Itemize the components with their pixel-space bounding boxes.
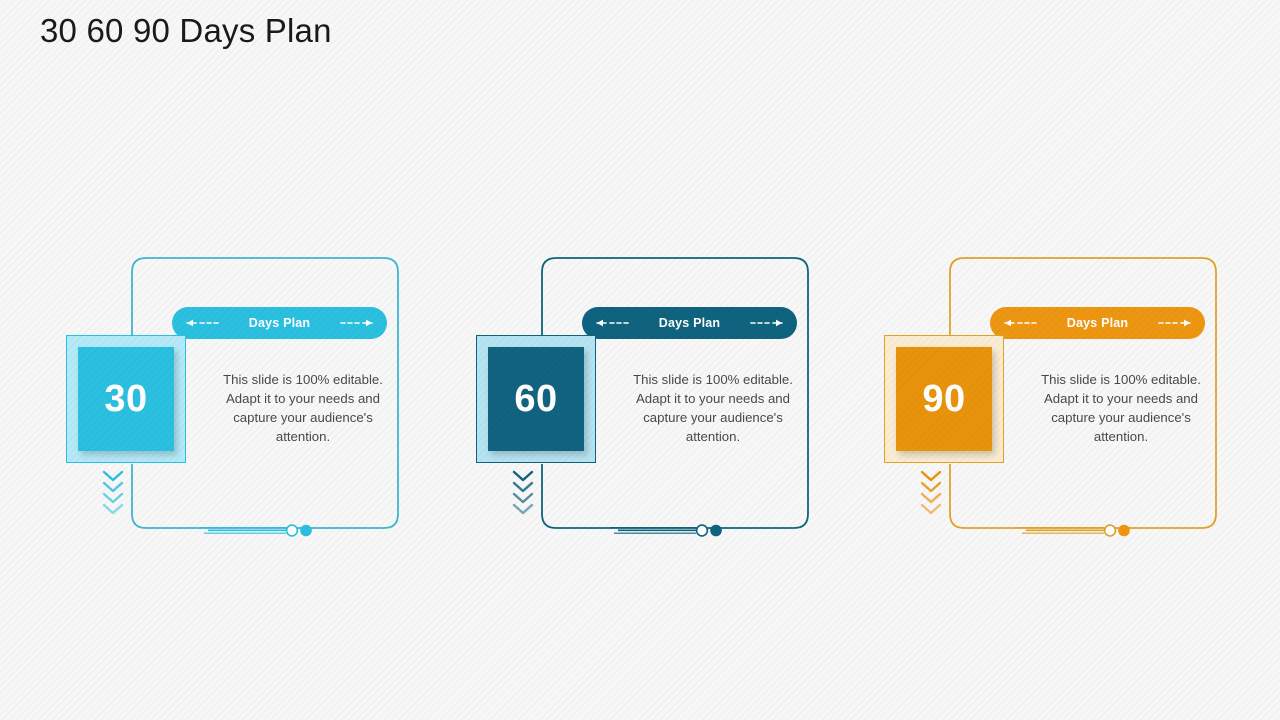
plan-number-box: 60	[476, 335, 596, 463]
plan-card-60[interactable]: Days Plan 60 This slide is 100% editable…	[470, 250, 830, 550]
badge-label: Days Plan	[658, 316, 721, 330]
slider-handle-outline	[285, 524, 299, 537]
dashed-arrow-left-icon	[1004, 319, 1037, 327]
plan-number-fill: 30	[78, 347, 174, 451]
badge-label: Days Plan	[1066, 316, 1129, 330]
plan-description: This slide is 100% editable. Adapt it to…	[1041, 372, 1201, 444]
badge-label: Days Plan	[248, 316, 311, 330]
card-outline-frame	[541, 257, 809, 529]
card-outline-frame	[949, 257, 1217, 529]
plan-description: This slide is 100% editable. Adapt it to…	[633, 372, 793, 444]
card-outline-frame	[131, 257, 399, 529]
slider-track-icon[interactable]	[200, 522, 320, 540]
plan-description: This slide is 100% editable. Adapt it to…	[223, 372, 383, 444]
plan-card-30[interactable]: Days Plan 30 This slide is 100% editable…	[60, 250, 420, 550]
dashed-arrow-right-icon	[340, 319, 373, 327]
dashed-arrow-left-icon	[596, 319, 629, 327]
plan-number-box: 90	[884, 335, 1004, 463]
slider-handle-filled	[1118, 524, 1130, 537]
days-plan-badge[interactable]: Days Plan	[172, 307, 387, 339]
days-plan-badge[interactable]: Days Plan	[990, 307, 1205, 339]
plan-number: 60	[514, 378, 558, 420]
plan-number-fill: 60	[488, 347, 584, 451]
page-title: 30 60 90 Days Plan	[40, 12, 332, 49]
plan-card-90[interactable]: Days Plan 90 This slide is 100% editable…	[878, 250, 1238, 550]
plan-number: 90	[922, 378, 966, 420]
chevrons-down-icon	[512, 470, 534, 515]
dashed-arrow-left-icon	[186, 319, 219, 327]
plan-number-box: 30	[66, 335, 186, 463]
slider-handle-outline	[695, 524, 709, 537]
dashed-arrow-right-icon	[1158, 319, 1191, 327]
plan-number: 30	[104, 378, 148, 420]
slider-track-icon[interactable]	[610, 522, 730, 540]
slider-handle-filled	[300, 524, 312, 537]
chevrons-down-icon	[102, 470, 124, 515]
slider-handle-filled	[710, 524, 722, 537]
slider-track-icon[interactable]	[1018, 522, 1138, 540]
plan-number-fill: 90	[896, 347, 992, 451]
days-plan-badge[interactable]: Days Plan	[582, 307, 797, 339]
slider-handle-outline	[1103, 524, 1117, 537]
dashed-arrow-right-icon	[750, 319, 783, 327]
chevrons-down-icon	[920, 470, 942, 515]
